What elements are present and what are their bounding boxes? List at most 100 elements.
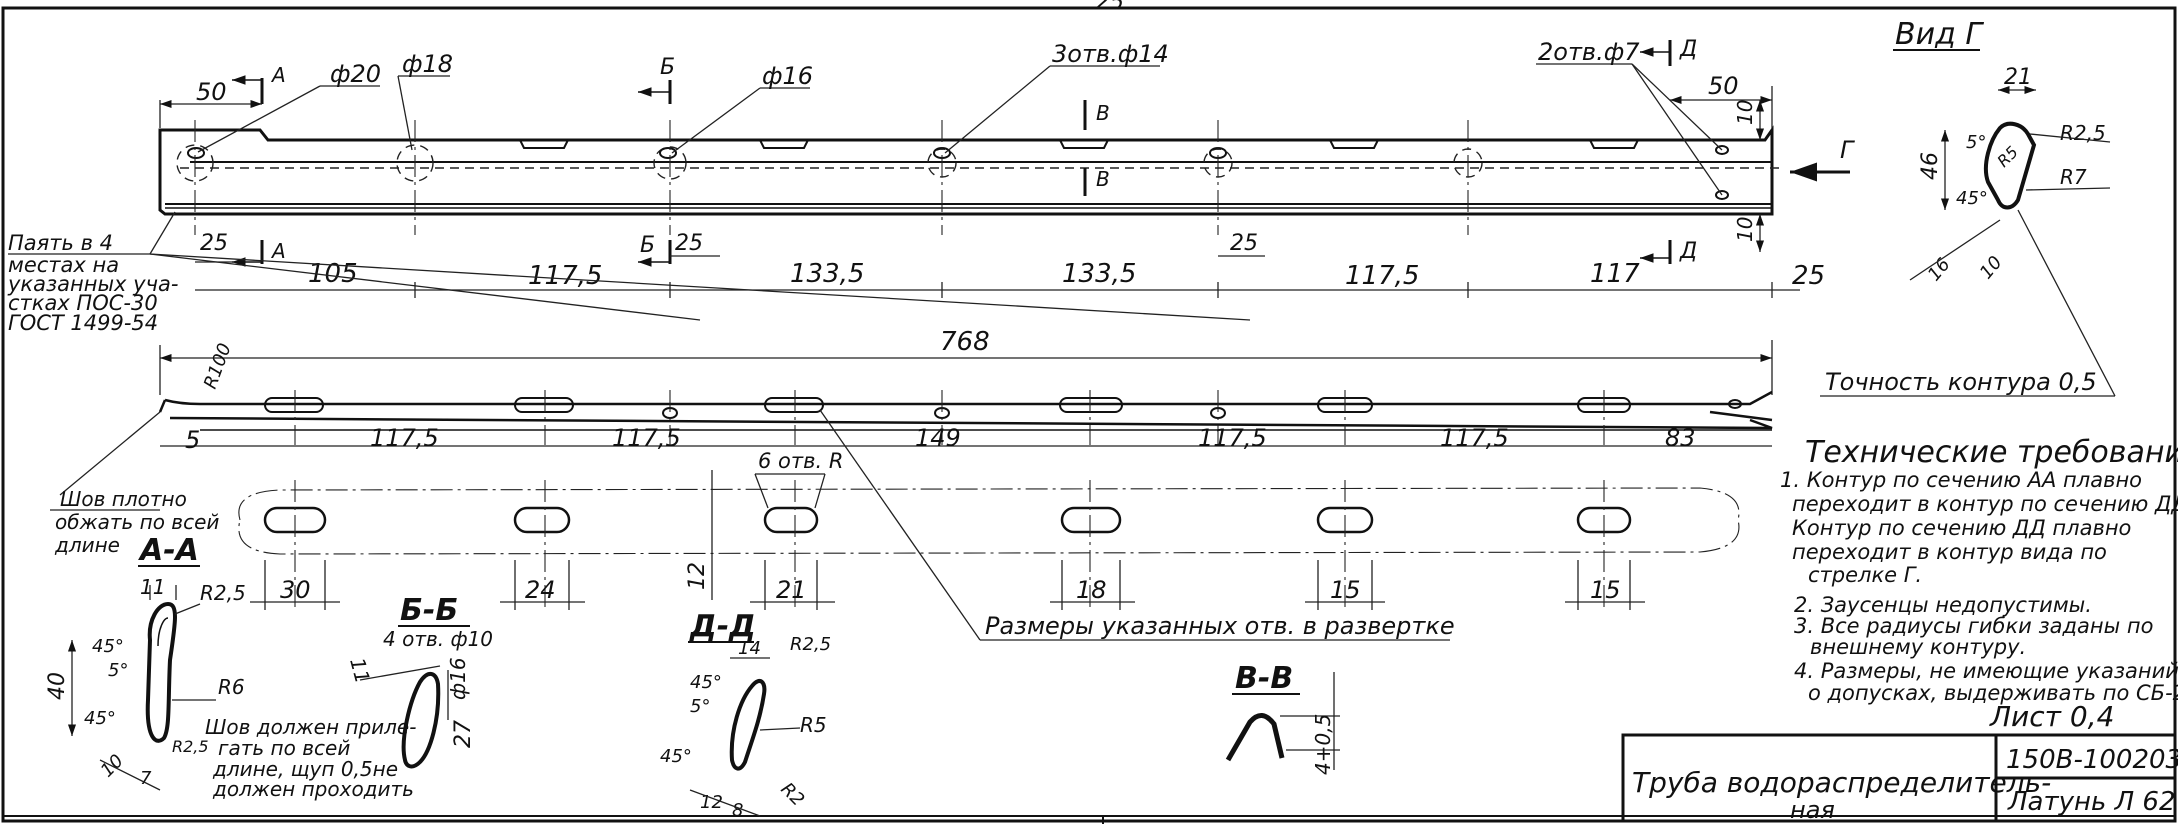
bb-dim-16: ф16 [446, 657, 470, 700]
technical-requirements: Технические требования: 1. Контур по сеч… [1780, 435, 2178, 733]
aa-dim-40: 40 [45, 672, 70, 700]
dd-dim-45-top: 45° [690, 672, 722, 693]
dev-width-24: 24 [525, 576, 556, 604]
aa-dim-45-top: 45° [92, 636, 124, 657]
chain-25: 25 [1792, 261, 1825, 291]
view-g-dim-r7: R7 [2060, 165, 2087, 189]
development-slots [263, 506, 1632, 534]
solder-note: Паять в 4 местах на указанных уча- стках… [7, 211, 1251, 335]
cut-a-bottom-letter: А [270, 239, 286, 263]
hole-7a-mark [1715, 145, 1729, 155]
view-g-dim-45: 45° [1956, 188, 1988, 209]
requirements-line-2: переходит в контур по сечению ДД, [1792, 492, 2178, 516]
dim-25-c: 25 [1230, 231, 1258, 256]
aa-dim-r2-5-b: R2,5 [172, 737, 209, 756]
solder-note-line-1: Паять в 4 [8, 231, 113, 255]
bb-holes: 4 отв. ф10 [383, 627, 493, 651]
section-bb-title: Б-Б [400, 593, 458, 628]
requirements-line-10: о допусках, выдерживать по СБ-2. [1808, 681, 2178, 705]
dev-slot-widths [250, 560, 1645, 610]
requirements-line-8: внешнему контуру. [1810, 635, 2026, 659]
hole-16-circle [653, 146, 687, 180]
hole-20-mark [187, 147, 205, 159]
seam-note2-line-3: длине, щуп 0,5не [212, 757, 398, 781]
side-chain-117-5-b: 117,5 [612, 424, 681, 452]
view-g-dim-10: 10 [1976, 252, 2007, 283]
dd-dim-8: 8 [732, 800, 743, 821]
hole-18-circle [396, 144, 434, 182]
plan-center-lines [194, 120, 1469, 235]
seam-note-line-1: Шов плотно [60, 487, 187, 511]
chain-117-5-a: 117,5 [528, 261, 602, 291]
side-chain-117-5-c: 117,5 [1198, 424, 1267, 452]
aa-dim-11: 11 [140, 575, 165, 599]
requirements-line-5: стрелке Г. [1808, 563, 1922, 587]
requirements-line-9: 4. Размеры, не имеющие указаний [1794, 659, 2178, 683]
seam-note2-line-2: гать по всей [218, 736, 350, 760]
seam-note-line-3: длине [54, 533, 120, 557]
hole-7b-mark [1715, 190, 1729, 200]
solder-note-line-4: стках ПОС-30 [8, 291, 158, 315]
solder-note-line-3: указанных уча- [7, 272, 178, 296]
seam-note-line-2: обжать по всей [55, 510, 219, 534]
dim-768-text: 768 [940, 327, 990, 357]
aa-dim-7: 7 [140, 768, 152, 789]
dim-25-b: 25 [675, 231, 703, 256]
development-outline [238, 487, 1740, 555]
requirements-line-4: переходит в контур вида по [1792, 540, 2107, 564]
dev-dim-12: 12 [685, 562, 710, 590]
requirements-line-7: 3. Все радиусы гибки заданы по [1794, 614, 2153, 638]
view-g-arrow-letter: Г [1840, 136, 1855, 164]
requirements-title: Технические требования: [1805, 435, 2178, 470]
drawing-frame [1, 6, 2177, 823]
section-aa-title: А-А [138, 533, 199, 568]
view-g-dim-46: 46 [1918, 152, 1943, 180]
view-g: Вид Г 21 46 5° 45° R5 R2,5 R7 16 10 Точн… [1820, 17, 2116, 397]
view-g-dim-5: 5° [1966, 132, 1986, 153]
side-chain-149: 149 [915, 424, 961, 452]
view-g-dim-21: 21 [2004, 65, 2032, 90]
section-dd-title: Д-Д [689, 609, 756, 644]
requirements-line-3: Контур по сечению ДД плавно [1792, 516, 2131, 540]
leader-hole-18 [397, 75, 413, 151]
title-name-line-1: Труба водораспределитель- [1632, 766, 2051, 799]
leader-hole-7b [1631, 63, 1723, 196]
chain-117: 117 [1590, 259, 1640, 289]
cut-b-top-letter: Б [660, 55, 675, 80]
view-g-dim-16: 16 [1924, 254, 1955, 285]
aa-dim-5: 5° [108, 660, 128, 681]
slot-note: 6 отв. R [758, 449, 843, 473]
plan-view: ф20 ф18 ф16 3отв.ф14 2отв.ф7 А А Б Б В В [7, 37, 1855, 335]
seam-note2-line-4: должен проходить [212, 777, 414, 801]
page-number: 25 [1096, 0, 1124, 15]
cut-v-top-letter: В [1096, 101, 1110, 125]
dev-width-30: 30 [280, 576, 311, 604]
vv-tol: 4+0,5 [1311, 714, 1335, 775]
section-vv-profile [1225, 713, 1285, 762]
section-aa-profile [145, 601, 177, 743]
cut-d-bottom-letter: Д [1679, 239, 1697, 264]
section-dd: Д-Д 14 R2,5 45° 5° R5 45° R2 12 8 [660, 609, 831, 821]
cut-b-bottom-letter: Б [640, 233, 655, 258]
side-view: 768 R100 5 117,5 117,5 149 117,5 117,5 8… [59, 327, 1773, 496]
section-bb-profile [401, 672, 441, 769]
side-slots [264, 397, 1742, 419]
dim-10-bottom-text: 10 [1733, 217, 1757, 242]
side-chain-83: 83 [1665, 424, 1696, 452]
seam-note-2: Шов должен приле- гать по всей длине, щу… [205, 715, 416, 801]
dd-dim-r2-5: R2,5 [790, 634, 831, 655]
dd-dim-14: 14 [738, 638, 761, 659]
view-g-profile [1983, 121, 2037, 210]
bb-dim-27: 27 [451, 720, 476, 748]
leader-hole-14 [944, 65, 1051, 154]
requirements-line-1: 1. Контур по сечению АА плавно [1780, 468, 2142, 492]
view-g-dim-r5: R5 [1993, 142, 2021, 170]
chain-133-5-a: 133,5 [790, 259, 864, 289]
sheet-label: Лист 0,4 [1989, 700, 2114, 733]
seam-note-leader [59, 411, 161, 496]
section-aa: А-А 11 R2,5 40 45° 5° R6 45° R2,5 10 7 [45, 533, 246, 791]
dd-dim-5: 5° [690, 696, 710, 717]
dd-dim-12: 12 [700, 792, 723, 813]
dev-width-21: 21 [776, 576, 807, 604]
